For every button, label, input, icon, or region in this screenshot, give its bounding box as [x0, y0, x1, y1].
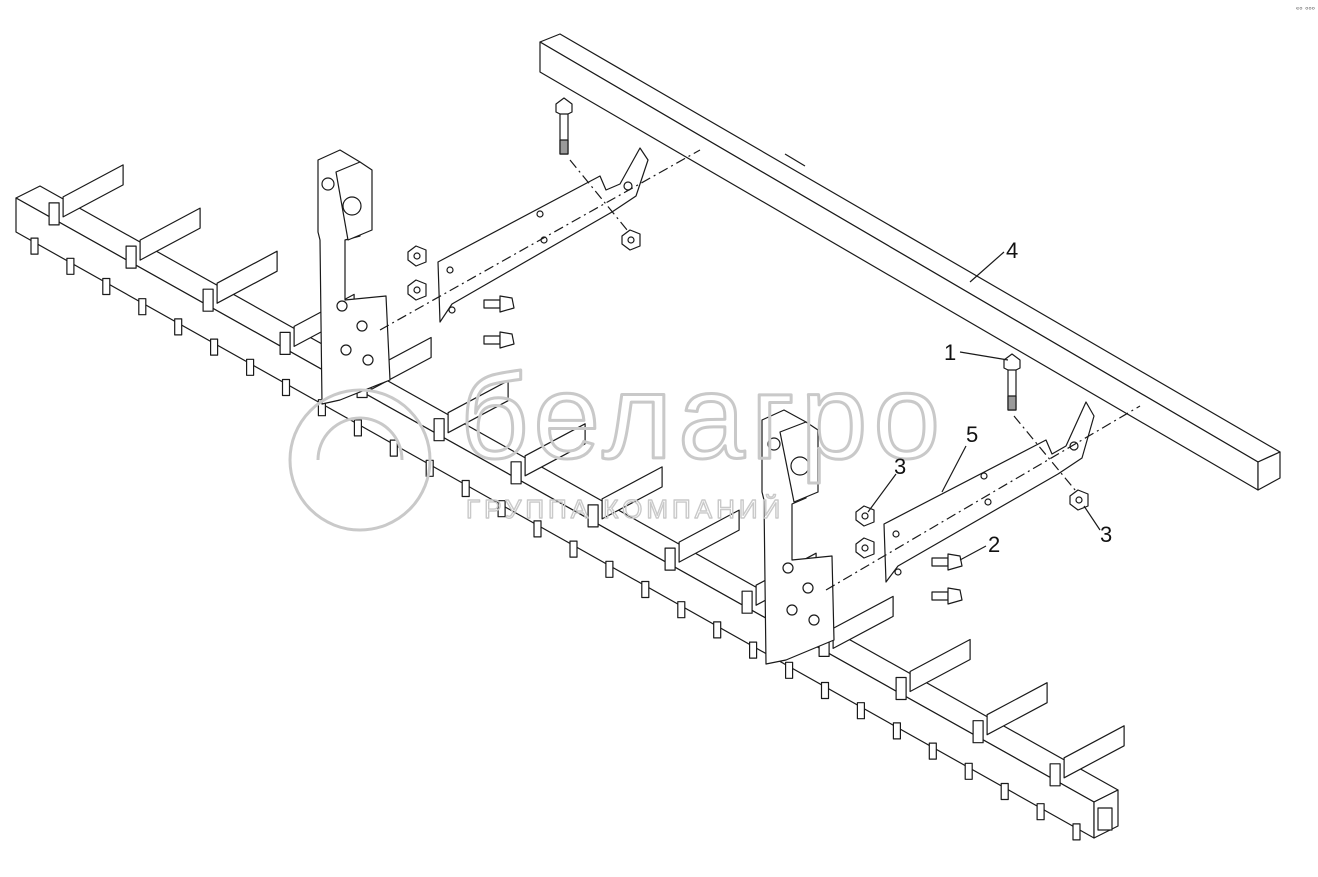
nut-part-3-set [407, 229, 1089, 559]
bolt-part-2-left-lower [483, 331, 515, 349]
bracket-lug [433, 418, 445, 442]
callout-4: 4 [1006, 238, 1018, 263]
tooth [677, 601, 686, 619]
tooth [820, 681, 830, 700]
tooth [569, 540, 578, 558]
bracket-lug [972, 720, 984, 744]
bracket-lug [279, 331, 291, 355]
bracket-plate [524, 423, 586, 477]
bracket-plate [1063, 725, 1125, 779]
tooth [928, 742, 937, 760]
tooth [246, 358, 255, 376]
tooth [66, 257, 75, 275]
brace-right-part-5 [883, 401, 1095, 583]
bracket-lug [1049, 763, 1061, 787]
callouts: 1 2 3 3 4 5 [867, 238, 1112, 561]
callout-3-left: 3 [894, 454, 906, 479]
tooth [892, 722, 902, 740]
tooth-row [30, 237, 1081, 841]
tooth [461, 479, 470, 498]
bolt-part-1-right [1003, 353, 1021, 411]
bolt-part-2-right-upper [931, 553, 963, 571]
tooth [641, 580, 650, 599]
callout-1: 1 [944, 340, 956, 365]
tooth [713, 621, 722, 639]
bracket-plate [986, 682, 1048, 736]
tooth [389, 439, 398, 457]
tooth [353, 419, 362, 437]
bracket-plate [447, 380, 509, 434]
tooth [138, 298, 147, 316]
bracket-plate [216, 250, 278, 304]
corner-mark: ᵉᵒ ᵒᵒᵒ [1296, 5, 1315, 14]
cross-beam-part-4 [539, 33, 1281, 491]
tooth [174, 318, 183, 336]
tooth [748, 641, 758, 659]
hitch-post-left [317, 149, 391, 405]
tooth [605, 560, 614, 578]
bracket-lug [664, 547, 676, 571]
tooth [102, 277, 111, 296]
callout-2: 2 [988, 532, 1000, 557]
bracket-lug [48, 202, 60, 226]
bracket-plate [678, 509, 740, 563]
bracket-lug [895, 676, 907, 701]
tooth [533, 520, 542, 538]
bracket-lug [510, 461, 522, 485]
tooth [964, 762, 973, 780]
tooth [497, 500, 506, 518]
tooth [1036, 803, 1045, 821]
bracket-plate [601, 466, 663, 520]
bracket-lug [202, 288, 214, 312]
bracket-lug [587, 504, 599, 528]
tooth [1072, 823, 1081, 841]
watermark-subtitle: ГРУППА КОМПАНИЙ [466, 494, 784, 524]
bolt-part-1-left [555, 97, 573, 155]
bolt-part-2-left-upper [483, 295, 515, 313]
bracket-plate [62, 164, 124, 218]
brace-left [437, 147, 649, 323]
bracket-lug [125, 245, 137, 269]
tooth [281, 378, 291, 397]
bracket-plate [909, 638, 971, 693]
callout-3-right: 3 [1100, 522, 1112, 547]
bolt-part-2-right-lower [931, 587, 963, 605]
assembly-lines [379, 149, 1141, 591]
tooth [856, 702, 866, 720]
tooth [784, 661, 794, 679]
bracket-lug [741, 590, 753, 614]
watermark: белагро ГРУППА КОМПАНИЙ [288, 349, 946, 532]
tooth [1000, 782, 1009, 801]
tooth [30, 237, 39, 255]
bracket-plate [832, 595, 894, 650]
watermark-brand: белагро [460, 350, 946, 484]
main-frame [15, 185, 1119, 839]
callout-5: 5 [966, 422, 978, 447]
hitch-post-right [761, 409, 835, 665]
tooth [210, 338, 219, 356]
bracket-plate [139, 207, 201, 261]
